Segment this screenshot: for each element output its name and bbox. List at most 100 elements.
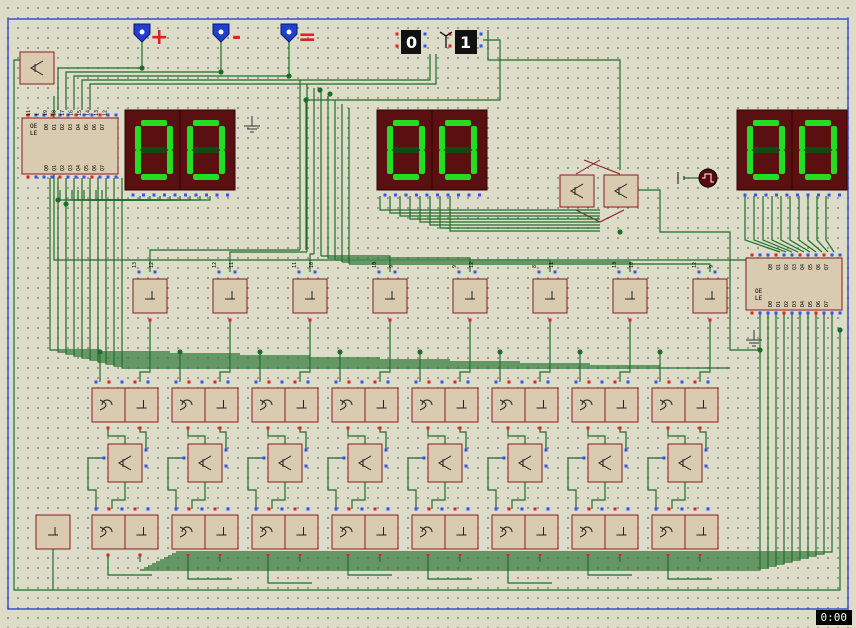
gate-row-a-5[interactable] <box>452 278 488 314</box>
gate-row-d-and-2[interactable] <box>204 514 239 550</box>
logic-state-zero[interactable] <box>401 30 421 54</box>
gate-row-a-7[interactable] <box>612 278 648 314</box>
gate-row-d-or-2[interactable] <box>171 514 206 550</box>
pin-marker <box>360 507 364 511</box>
flip-flop-b[interactable] <box>603 174 639 208</box>
pin-marker <box>378 553 382 557</box>
logic-state-one[interactable] <box>455 30 477 54</box>
buffer-row-c-5[interactable] <box>427 443 463 483</box>
gate-row-d-and-3[interactable] <box>284 514 319 550</box>
gate-row-d-and-1[interactable] <box>124 514 159 550</box>
gate-row-b-or-8[interactable] <box>651 387 686 423</box>
pin-marker <box>388 318 392 322</box>
pin-marker <box>233 270 237 274</box>
gate-row-d-and-8[interactable] <box>684 514 719 550</box>
display-segment <box>753 120 779 126</box>
gate-row-b-and-3[interactable] <box>284 387 319 423</box>
pin-number: 11 <box>549 262 555 268</box>
gate-symbol <box>625 291 635 300</box>
pin-marker <box>494 380 498 384</box>
pin-number: 12 <box>149 262 155 268</box>
display-segment <box>419 126 425 150</box>
gate-row-d-or-1[interactable] <box>91 514 126 550</box>
gate-row-d-or-8[interactable] <box>651 514 686 550</box>
pin-marker <box>50 113 54 117</box>
gate-row-b-and-1[interactable] <box>124 387 159 423</box>
gate-row-b-or-3[interactable] <box>251 387 286 423</box>
gate-row-d-or-5[interactable] <box>411 514 446 550</box>
wire <box>511 482 526 509</box>
pin-marker <box>446 193 450 197</box>
buffer-row-c-3[interactable] <box>267 443 303 483</box>
gate-row-b-or-6[interactable] <box>491 387 526 423</box>
component-layer <box>19 23 848 557</box>
gate-row-b-or-2[interactable] <box>171 387 206 423</box>
pin-marker <box>107 380 111 384</box>
buffer-row-c-7[interactable] <box>587 443 623 483</box>
gate-row-a-6[interactable] <box>532 278 568 314</box>
simulation-timer: 0:00 <box>815 610 852 625</box>
flip-flop-a[interactable] <box>559 174 595 208</box>
gate-symbol <box>136 400 147 409</box>
wire-junction <box>617 229 623 235</box>
gate-row-d-or-3[interactable] <box>251 514 286 550</box>
gate-row-a-4[interactable] <box>372 278 408 314</box>
gate-row-a-3[interactable] <box>292 278 328 314</box>
gate-row-b-or-4[interactable] <box>331 387 366 423</box>
pin-marker <box>806 311 810 315</box>
gate-row-d-or-6[interactable] <box>491 514 526 550</box>
pin-number: 12 <box>469 262 475 268</box>
gate-row-a-1[interactable] <box>132 278 168 314</box>
gate-row-b-and-4[interactable] <box>364 387 399 423</box>
gate-row-b-or-5[interactable] <box>411 387 446 423</box>
buffer-row-c-2[interactable] <box>187 443 223 483</box>
gate-row-b-and-6[interactable] <box>524 387 559 423</box>
wire <box>81 54 431 110</box>
pin-marker <box>758 253 762 257</box>
wire <box>379 428 387 450</box>
buffer-row-c-6[interactable] <box>507 443 543 483</box>
gate-row-d-and-5[interactable] <box>444 514 479 550</box>
display-segment <box>445 174 471 180</box>
terminal-hole <box>139 29 145 35</box>
buffer-row-c-1[interactable] <box>107 443 143 483</box>
gate-row-b-and-8[interactable] <box>684 387 719 423</box>
pin-marker <box>457 193 460 197</box>
gate-row-d-or-4[interactable] <box>331 514 366 550</box>
pin-marker <box>378 426 382 430</box>
gate-row-b-or-7[interactable] <box>571 387 606 423</box>
gate-row-d-and-7[interactable] <box>604 514 639 550</box>
pin-marker <box>806 253 810 257</box>
latch-pin-label: D5 <box>808 301 814 307</box>
display-segment <box>187 126 193 150</box>
buffer-row-c-8[interactable] <box>667 443 703 483</box>
gate-row-d-and-4[interactable] <box>364 514 399 550</box>
latch-right-ic[interactable] <box>745 257 843 311</box>
wire <box>57 58 143 110</box>
latch-left-ic[interactable] <box>21 117 119 175</box>
gate-row-b-and-5[interactable] <box>444 387 479 423</box>
buffer-row-c-4[interactable] <box>347 443 383 483</box>
input-buffer-gate[interactable] <box>19 51 55 85</box>
pin-marker <box>262 456 266 460</box>
wire <box>762 196 793 253</box>
gate-row-d-and-6[interactable] <box>524 514 559 550</box>
gate-row-d-or-7[interactable] <box>571 514 606 550</box>
gate-row-b-and-2[interactable] <box>204 387 239 423</box>
gate-row-b-or-1[interactable] <box>91 387 126 423</box>
pin-marker <box>698 553 702 557</box>
pin-marker <box>148 318 152 322</box>
pin-marker <box>218 426 222 430</box>
gate-row-a-8[interactable] <box>692 278 728 314</box>
display-segment <box>135 126 141 150</box>
gate-symbol <box>259 526 273 538</box>
wire <box>87 457 104 509</box>
extra-gate-left[interactable] <box>35 514 71 550</box>
wire <box>73 178 310 357</box>
gate-row-a-2[interactable] <box>212 278 248 314</box>
pin-marker <box>423 32 427 36</box>
clock-source[interactable] <box>698 168 718 188</box>
latch-pin-label: Q2 <box>784 264 790 270</box>
gate-row-b-and-7[interactable] <box>604 387 639 423</box>
